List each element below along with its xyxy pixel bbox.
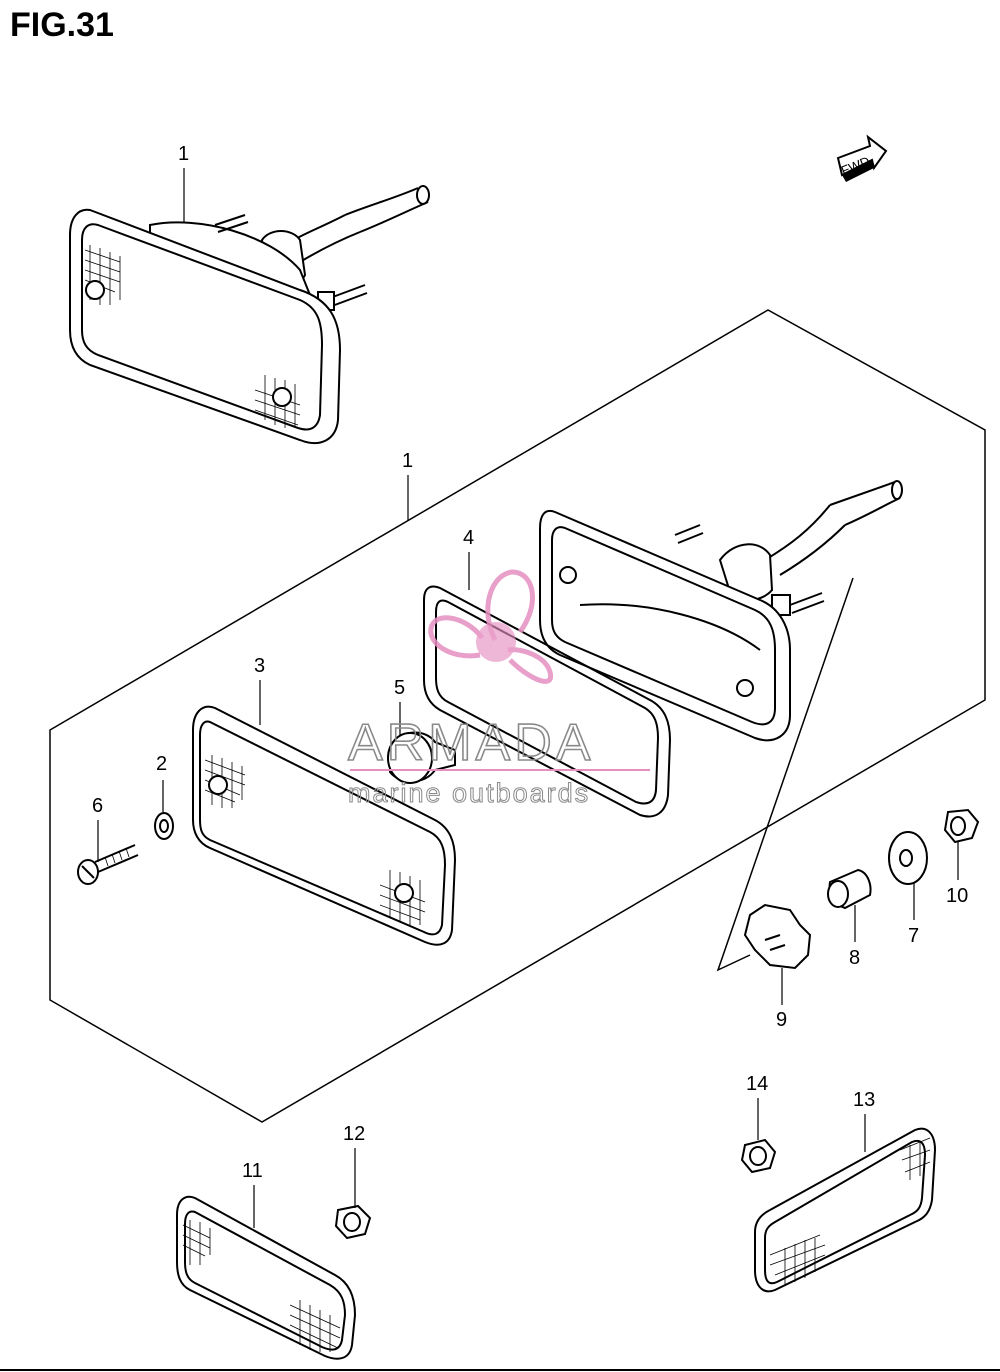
part-13-reflector xyxy=(754,1127,937,1293)
callout-5: 5 xyxy=(394,677,405,699)
callout-10: 10 xyxy=(946,885,968,907)
part-10-nut xyxy=(943,808,980,844)
propeller-logo-icon xyxy=(428,569,554,684)
callout-12: 12 xyxy=(343,1123,365,1145)
part-11-reflector xyxy=(176,1195,357,1360)
fwd-direction-badge: FWD xyxy=(836,134,888,182)
watermark-subtitle: marine outboards xyxy=(348,778,590,808)
callout-2: 2 xyxy=(156,753,167,775)
part-8-collar xyxy=(827,868,872,910)
part-1-lamp-assembly-top xyxy=(69,185,430,445)
part-12-nut xyxy=(334,1204,372,1240)
figure-title: FIG.31 xyxy=(10,6,114,44)
callout-11: 11 xyxy=(242,1160,263,1182)
part-1-lamp-housing xyxy=(539,480,903,742)
callout-1-top: 1 xyxy=(178,143,189,165)
part-9-grommet xyxy=(743,903,812,970)
callout-1-group: 1 xyxy=(402,450,413,472)
part-4-gasket xyxy=(423,585,672,818)
watermark: ARMADA marine outboards xyxy=(347,569,650,809)
bottom-border xyxy=(0,1369,1000,1371)
callout-9: 9 xyxy=(776,1009,787,1031)
part-3-lens xyxy=(192,705,457,946)
callout-3: 3 xyxy=(254,655,265,677)
part-6-screw xyxy=(77,844,139,885)
callout-14: 14 xyxy=(746,1073,768,1095)
callout-13: 13 xyxy=(853,1089,875,1111)
callout-6: 6 xyxy=(92,795,103,817)
part-7-washer xyxy=(888,831,928,885)
watermark-brand: ARMADA xyxy=(348,714,594,772)
part-2-washer xyxy=(154,812,174,840)
callout-8: 8 xyxy=(849,947,860,969)
callout-7: 7 xyxy=(908,925,919,947)
assembly-group-outline xyxy=(49,309,986,1123)
callout-4: 4 xyxy=(463,527,474,549)
part-14-nut xyxy=(740,1138,777,1174)
leader-lines xyxy=(97,168,959,1228)
